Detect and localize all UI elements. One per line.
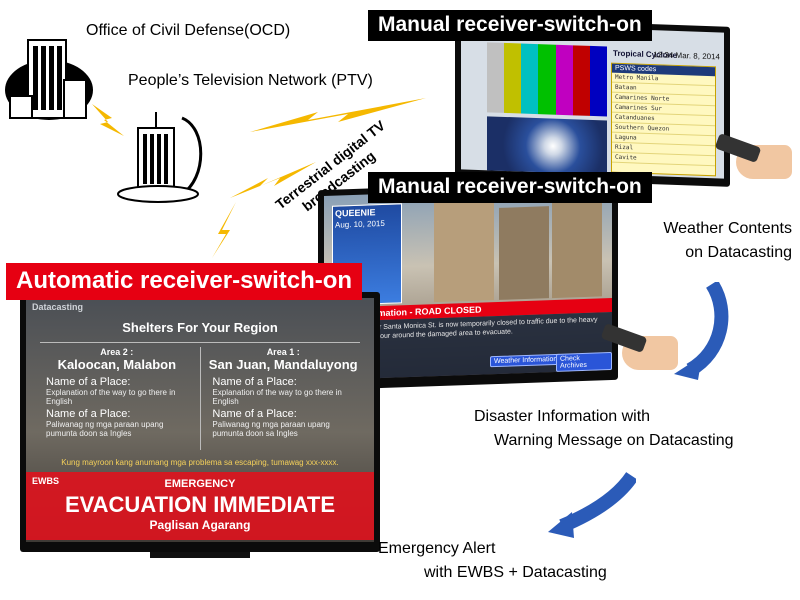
area-name: Kaloocan, Malabon — [57, 357, 177, 372]
manual-switch-header-1: Manual receiver-switch-on — [368, 10, 652, 41]
area-number: Area 1 : — [266, 347, 300, 357]
disaster-label-line1: Disaster Information with — [474, 408, 651, 425]
shelters-title: Shelters For Your Region — [122, 320, 278, 335]
assistance-message: Kung mayroon kang anumang mga problema s… — [61, 458, 339, 467]
lightning-icon — [88, 100, 128, 140]
tv-weather: Tropical Cyclone 12:34 Mar. 8, 2014 PSWS… — [455, 17, 730, 187]
paglisan-label: Paglisan Agarang — [149, 518, 251, 532]
tv-emergency-screen: Datacasting Shelters For Your Region Are… — [26, 298, 374, 542]
weather-date: Aug. 10, 2015 — [335, 218, 385, 230]
arrow-icon — [672, 280, 732, 382]
datacasting-tag: Datacasting — [32, 302, 84, 312]
typhoon-name: QUEENIE — [335, 207, 376, 219]
emergency-label-line2: with EWBS + Datacasting — [424, 564, 607, 581]
color-bars — [487, 42, 607, 117]
place-description: Paliwanag ng mga paraan upang pumunta do… — [46, 420, 164, 438]
evacuation-label: EVACUATION IMMEDIATE — [64, 492, 336, 517]
automatic-switch-header: Automatic receiver-switch-on — [6, 263, 363, 300]
lightning-icon — [248, 96, 428, 136]
weather-label-line1: Weather Contents — [663, 220, 792, 237]
area-number: Area 2 : — [100, 347, 134, 357]
place-name: Name of a Place: — [212, 376, 297, 388]
weather-label-line2: on Datacasting — [685, 244, 792, 261]
place-description: Explanation of the way to go there in En… — [46, 388, 176, 406]
ocd-building-icon — [4, 30, 94, 125]
ptv-building-icon — [112, 108, 212, 204]
area-column: Area 1 : San Juan, Mandaluyong Name of a… — [206, 347, 360, 438]
ptv-label: People’s Television Network (PTV) — [128, 72, 373, 89]
place-name: Name of a Place: — [212, 408, 297, 420]
psws-panel: PSWS codes Metro Manila Bataan Camarines… — [611, 62, 716, 177]
emergency-label: EMERGENCY — [164, 478, 236, 490]
ewbs-alert-box: EWBS EMERGENCY EVACUATION IMMEDIATE Pagl… — [26, 472, 374, 540]
place-name: Name of a Place: — [46, 408, 131, 420]
check-archives-button[interactable]: Check Archives — [556, 351, 612, 372]
place-description: Explanation of the way to go there in En… — [212, 388, 342, 406]
shelter-areas: Area 2 : Kaloocan, Malabon Name of a Pla… — [40, 342, 360, 450]
lightning-icon — [206, 200, 246, 260]
cyclone-satellite-image — [487, 116, 607, 176]
place-description: Paliwanag ng mga paraan upang pumunta do… — [212, 420, 330, 438]
ewbs-tag: EWBS — [32, 476, 59, 486]
cyclone-time: 12:34 Mar. 8, 2014 — [653, 50, 720, 62]
lightning-icon — [228, 160, 318, 200]
arrow-icon — [546, 470, 638, 540]
area-column: Area 2 : Kaloocan, Malabon Name of a Pla… — [40, 347, 194, 438]
ocd-label: Office of Civil Defense(OCD) — [86, 22, 291, 39]
emergency-label-line1: Emergency Alert — [378, 540, 496, 557]
area-name: San Juan, Mandaluyong — [208, 357, 358, 372]
manual-switch-header-2: Manual receiver-switch-on — [368, 172, 652, 203]
place-name: Name of a Place: — [46, 376, 131, 388]
tv-stand — [150, 552, 250, 558]
tv-weather-screen: Tropical Cyclone 12:34 Mar. 8, 2014 PSWS… — [461, 23, 724, 179]
tv-emergency: Datacasting Shelters For Your Region Are… — [20, 292, 380, 552]
disaster-label-line2: Warning Message on Datacasting — [494, 432, 734, 449]
